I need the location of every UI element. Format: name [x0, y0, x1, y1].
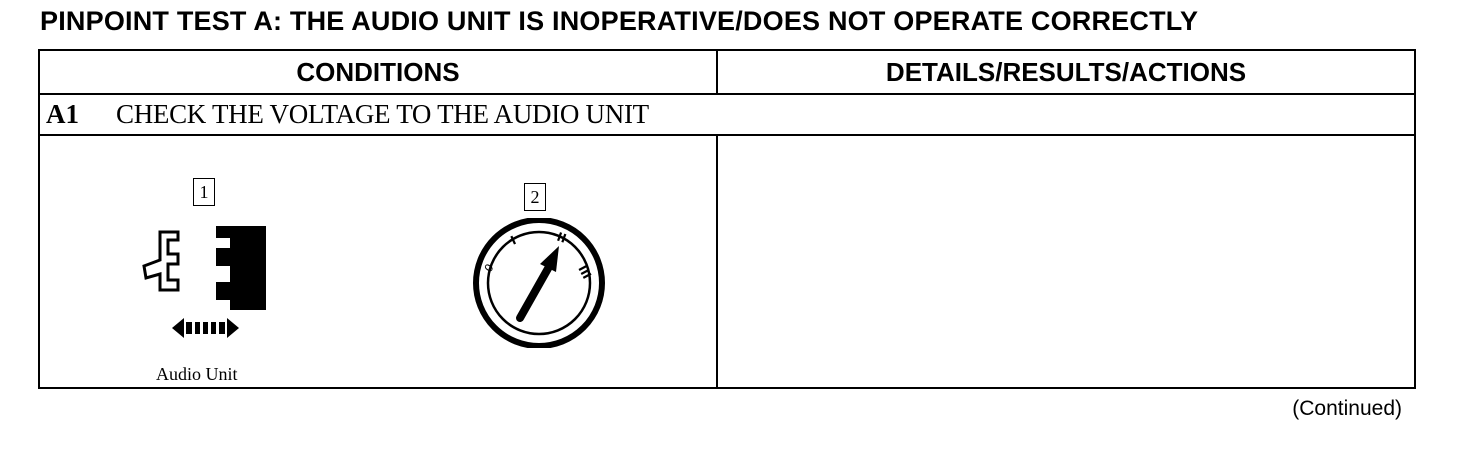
details-header: DETAILS/RESULTS/ACTIONS [885, 56, 1247, 87]
conditions-header: CONDITIONS [40, 51, 718, 93]
continued-label: (Continued) [1292, 397, 1402, 420]
page-title: PINPOINT TEST A: THE AUDIO UNIT IS INOPE… [40, 6, 1199, 36]
step-row: A1 CHECK THE VOLTAGE TO THE AUDIO UNIT [40, 95, 1414, 136]
conditions-cell: 1 Audio Unit 2 0 [40, 136, 718, 387]
position-1-label: I [508, 233, 518, 248]
step-id: A1 [46, 99, 79, 129]
pinpoint-test-table: CONDITIONS DETAILS/RESULTS/ACTIONS A1 CH… [38, 49, 1416, 389]
callout-2: 2 [524, 183, 546, 211]
position-3-label: III [575, 263, 594, 281]
connector-disconnect-icon [142, 226, 266, 338]
audio-unit-caption: Audio Unit [156, 364, 238, 384]
table-header-row: CONDITIONS DETAILS/RESULTS/ACTIONS [40, 51, 1414, 95]
step-body-row: 1 Audio Unit 2 0 [40, 136, 1414, 387]
ignition-switch-icon: 0 I II III [473, 218, 605, 348]
callout-1: 1 [193, 178, 215, 206]
details-cell [718, 136, 1414, 387]
step-title: CHECK THE VOLTAGE TO THE AUDIO UNIT [116, 99, 649, 129]
